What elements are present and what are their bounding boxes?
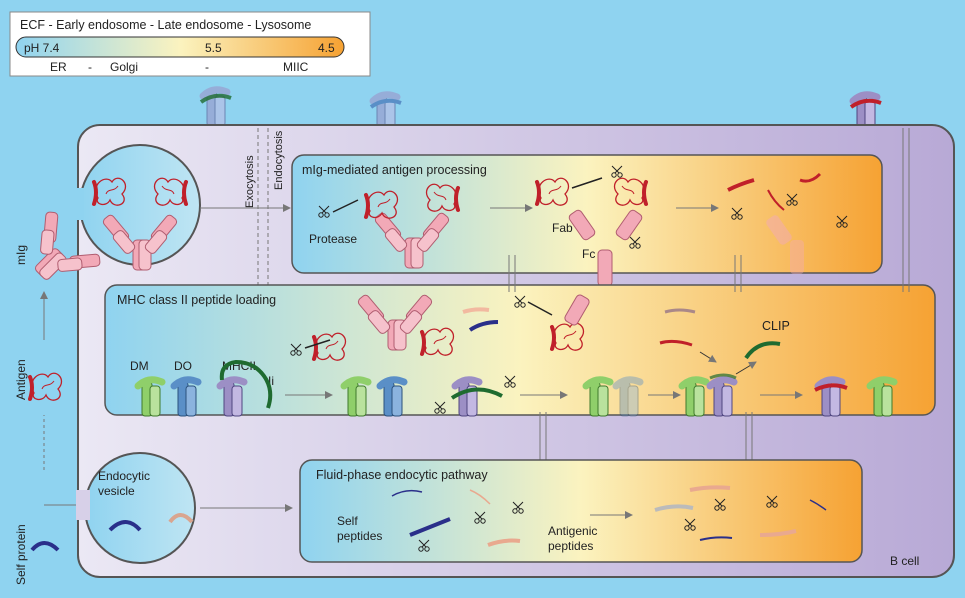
self-protein-side-label: Self protein [14,524,28,585]
self-peptides-line1: Self [337,514,358,528]
fab-fragment-right [615,209,643,241]
ph-start-label: pH 7.4 [24,41,60,55]
clip-label: CLIP [762,319,790,333]
loaded-peptide [814,383,848,392]
fluid-peptide [391,489,423,497]
peptide-fragment [799,172,822,183]
inhibit-line-2 [527,301,553,316]
fluid-peptide [469,489,491,505]
panel-mig-title: mIg-mediated antigen processing [302,163,487,177]
fc-fragment [597,249,613,287]
antigenic-peptides-line1: Antigenic [548,524,597,538]
tan-peptide [462,307,490,314]
legend-dash-1: - [88,60,92,74]
ii-label: Ii [268,374,274,388]
fluid-peptide [699,536,733,541]
blue-peptide [468,320,499,332]
exchange-arrow-out [735,361,757,375]
protease-label: Protease [309,232,357,246]
ph-gradient-bar [15,36,345,58]
self-peptide [664,308,696,314]
ii-in-groove [450,387,503,400]
fluid-peptide [409,517,451,537]
vesicle-label-line1: Endocytic [98,469,150,483]
fluid-peptide [654,504,694,512]
clip-peptide-bound [709,373,737,380]
mig-side-label: mIg [14,245,28,265]
free-self-protein [30,541,60,552]
fab-inhibit-line [571,177,603,189]
peptide-fragment [727,178,755,192]
vesicle-tan-protein [168,513,194,524]
ph-mid-label: 5.5 [205,41,222,55]
protease-inhibit-line [332,199,359,213]
dm-label: DM [130,359,149,373]
fab-fragment-left [568,209,596,241]
vesicle-label-line2: vesicle [98,484,135,498]
surface-mhc-3 [851,95,882,131]
fluid-peptide [809,499,827,511]
legend-dash-2: - [205,60,209,74]
fluid-peptide [487,538,521,547]
transport-markers [508,128,910,462]
peptide-fragment [767,189,785,211]
antigen-side-label: Antigen [14,359,28,400]
fluid-peptide [689,485,731,492]
exchange-arrow-in [699,351,717,363]
antigen-peptide [659,339,693,347]
legend-top-line: ECF - Early endosome - Late endosome - L… [20,18,311,32]
panel-fluid-title: Fluid-phase endocytic pathway [316,468,488,482]
degrading-fab [766,215,792,245]
ph-end-label: 4.5 [318,41,335,55]
ph-legend: ECF - Early endosome - Late endosome - L… [9,11,371,77]
b-cell-label: B cell [890,554,919,568]
vesicle-opening [70,188,84,220]
invariant-chain [219,359,273,409]
antigenic-peptides-line2: peptides [548,539,593,553]
inhibit-line [304,339,331,349]
degrading-fc [790,240,804,274]
endocytic-vesicle-opening [76,490,90,520]
floating-fab [564,294,590,326]
endocytosis-label: Endocytosis [273,130,285,190]
legend-miic: MIIC [283,60,309,74]
exocytosis-label: Exocytosis [244,155,256,208]
self-peptides-line2: peptides [337,529,382,543]
clip-peptide-released [744,341,781,360]
do-label: DO [174,359,192,373]
fc-label: Fc [582,247,595,261]
surface-mhc-1 [201,90,232,126]
fluid-peptide [759,529,797,537]
legend-er: ER [50,60,67,74]
surface-mhc-2 [371,95,402,131]
legend-golgi: Golgi [110,60,138,74]
panel-mhc-title: MHC class II peptide loading [117,293,276,307]
panel-mig-processing [291,154,883,274]
vesicle-self-protein [108,520,142,532]
fab-label: Fab [552,221,573,235]
